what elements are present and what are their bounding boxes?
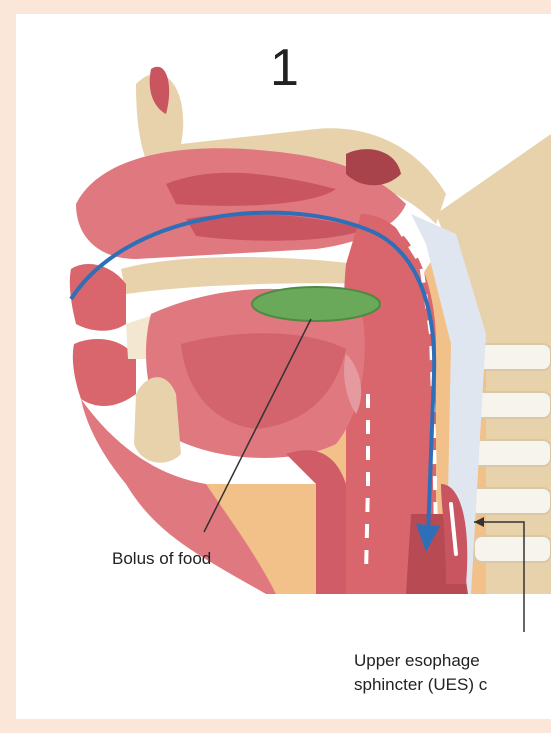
anatomy-illustration xyxy=(16,14,551,719)
lower-lip xyxy=(73,339,136,406)
ues-label-line2: sphincter (UES) c xyxy=(354,674,487,696)
vertebra xyxy=(470,488,551,514)
vertebra xyxy=(474,536,551,562)
diagram-panel: 1 Bolus of food Upper esophage sphincter… xyxy=(16,14,551,719)
ues-label-line1: Upper esophage xyxy=(354,650,480,672)
bolus-label: Bolus of food xyxy=(112,548,211,570)
food-bolus xyxy=(252,287,380,321)
mandible xyxy=(134,377,181,463)
upper-lip xyxy=(70,264,126,331)
step-number: 1 xyxy=(270,42,299,94)
